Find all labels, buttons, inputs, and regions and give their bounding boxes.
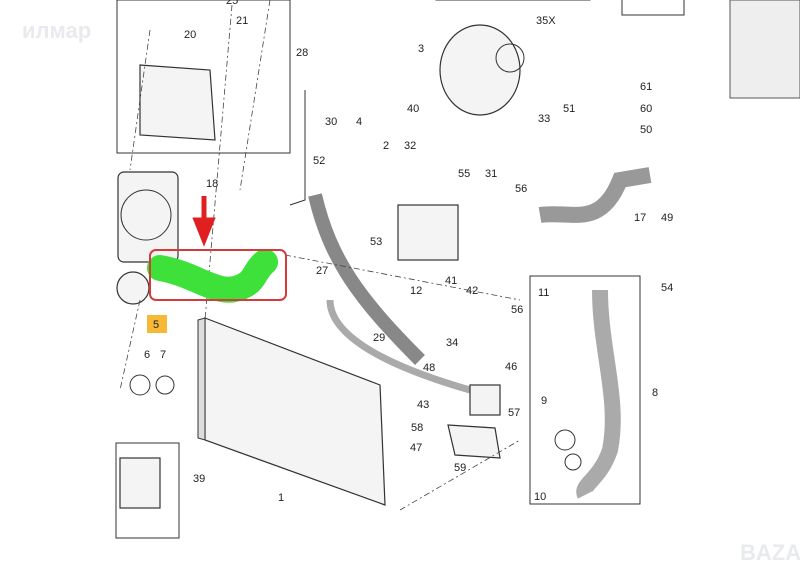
part-label: 40 xyxy=(407,103,419,115)
part-label: 34 xyxy=(446,337,458,349)
inset-box-39 xyxy=(115,442,180,539)
part-label: 59 xyxy=(454,462,466,474)
red-arrow-icon xyxy=(192,196,216,247)
charge-air-cooler xyxy=(397,204,459,261)
clamp-6 xyxy=(129,374,151,396)
part-label: 58 xyxy=(411,422,423,434)
highlight-box xyxy=(149,249,287,301)
part-label: 41 xyxy=(445,275,457,287)
inset-box-radiator-frame xyxy=(116,0,291,154)
leader-line xyxy=(399,439,521,511)
leader-line xyxy=(239,0,271,191)
part-label: 1 xyxy=(278,492,284,504)
part-label: 18 xyxy=(206,178,218,190)
part-label: 6 xyxy=(144,349,150,361)
part-label: 53 xyxy=(370,236,382,248)
part-label: 17 xyxy=(634,212,646,224)
part-label: 47 xyxy=(410,442,422,454)
pump-46 xyxy=(469,384,501,416)
part-label: 7 xyxy=(160,349,166,361)
part-label: 46 xyxy=(505,361,517,373)
part-label: 29 xyxy=(373,332,385,344)
part-label: 27 xyxy=(316,265,328,277)
part-label: 56 xyxy=(515,183,527,195)
intercooler-tank xyxy=(197,317,206,441)
part-label: 55 xyxy=(458,168,470,180)
part-label: 32 xyxy=(404,140,416,152)
part-label: 10 xyxy=(534,491,546,503)
part-label: 31 xyxy=(485,168,497,180)
part-label: 28 xyxy=(296,47,308,59)
part-label: 4 xyxy=(356,116,362,128)
part-label-highlighted: 5 xyxy=(153,319,159,331)
part-label: 56 xyxy=(511,304,523,316)
radiator-frame xyxy=(139,64,216,141)
hose-28 xyxy=(289,90,306,206)
part-label: 50 xyxy=(640,124,652,136)
hose-17 xyxy=(538,167,652,223)
leader-line xyxy=(204,4,233,321)
hose-8 xyxy=(576,289,621,499)
part-label: 51 xyxy=(563,103,575,115)
part-label: 9 xyxy=(541,395,547,407)
part-label: 42 xyxy=(466,285,478,297)
leader-line xyxy=(284,254,521,301)
highlighted-hose-5 xyxy=(147,249,278,303)
inset-box-top xyxy=(621,0,685,16)
part-label: 2 xyxy=(383,140,389,152)
part-label: 60 xyxy=(640,103,652,115)
watermark-bottom: BAZAR xyxy=(740,540,800,565)
inset-box-hose-8 xyxy=(529,275,641,505)
ring-10 xyxy=(564,453,582,471)
part-label: 54 xyxy=(661,282,673,294)
leader-line xyxy=(129,29,151,171)
turbo-housing xyxy=(495,43,525,73)
hose-27 xyxy=(308,193,425,365)
part-label: 39 xyxy=(193,473,205,485)
ring-7 xyxy=(155,375,175,395)
part-label: 35X xyxy=(536,15,556,27)
part-label: 48 xyxy=(423,362,435,374)
part-label: 52 xyxy=(313,155,325,167)
bracket-47 xyxy=(447,424,501,459)
clamp-9 xyxy=(554,429,576,451)
label-5-highlight xyxy=(147,315,167,333)
part-label: 20 xyxy=(184,29,196,41)
clamp-ring xyxy=(116,271,150,305)
watermark-top: илмар xyxy=(22,18,91,43)
part-label: 61 xyxy=(640,81,652,93)
part-label: 12 xyxy=(410,285,422,297)
part-label: 8 xyxy=(652,387,658,399)
fan-shroud xyxy=(117,171,179,263)
part-label: 3 xyxy=(418,43,424,55)
leader-line xyxy=(119,299,141,391)
part-label: 30 xyxy=(325,116,337,128)
part-label: 57 xyxy=(508,407,520,419)
part-label: 25 xyxy=(226,0,238,7)
thumbnail-overview xyxy=(729,0,800,99)
part-label: 43 xyxy=(417,399,429,411)
turbocharger xyxy=(439,24,521,116)
part-label: 33 xyxy=(538,113,550,125)
part-label: 11 xyxy=(538,287,549,299)
part-label: 21 xyxy=(236,15,248,27)
part-39 xyxy=(119,457,161,509)
hose-pipe xyxy=(326,299,471,394)
part-labels: 25 21 20 28 30 4 2 52 18 53 27 3 35X 40 … xyxy=(144,0,673,504)
fan xyxy=(120,189,172,241)
part-label: 49 xyxy=(661,212,673,224)
